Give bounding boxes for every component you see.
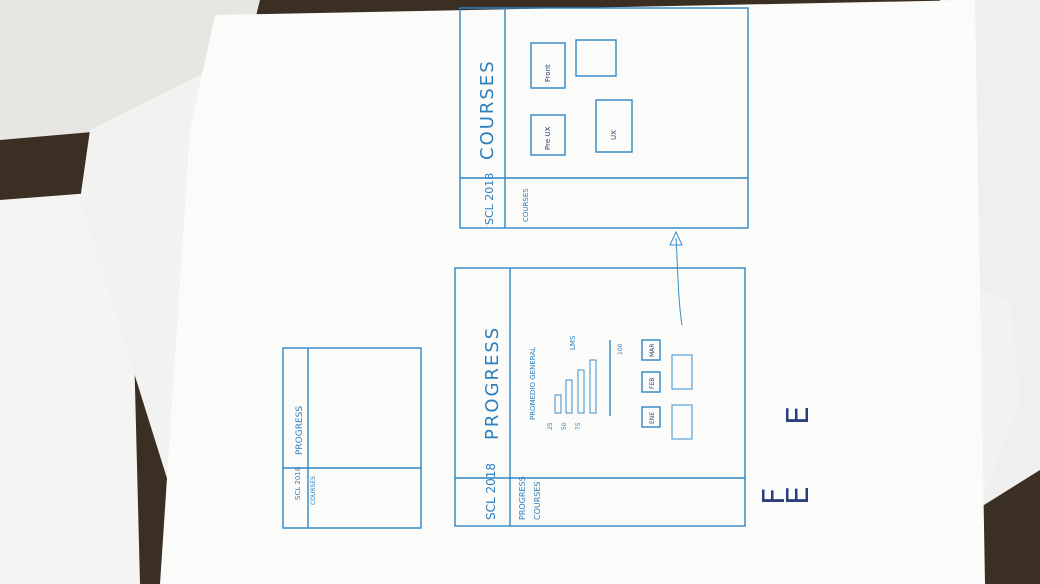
svg-text:ENE: ENE: [649, 412, 656, 424]
svg-text:UX: UX: [610, 130, 618, 140]
flow-arrow: [675, 237, 683, 326]
paper-back-left-2: [0, 190, 140, 584]
large-letters: E E F: [757, 406, 816, 505]
courses-sidebar-item: COURSES: [522, 188, 530, 222]
small-sidebar-item: COURSES: [310, 476, 317, 505]
progress-sidebar-courses: COURSES: [533, 481, 542, 520]
svg-text:F: F: [757, 488, 792, 505]
month-button-mar[interactable]: [641, 339, 661, 361]
course-card-front[interactable]: [530, 42, 566, 89]
month-button-feb[interactable]: [641, 371, 661, 393]
progress-title: PROGRESS: [482, 326, 503, 440]
tick-100: 100: [617, 343, 624, 355]
progress-avg-label: PROMEDIO GENERAL: [529, 347, 537, 420]
svg-text:FEB: FEB: [649, 378, 656, 389]
courses-logo: SCL 2018: [483, 173, 496, 225]
tick-75: 75: [575, 422, 582, 430]
course-card-preux[interactable]: [530, 114, 566, 156]
svg-text:E: E: [781, 486, 816, 505]
course-card-ux[interactable]: [595, 99, 633, 153]
month-button-ene[interactable]: [641, 406, 661, 428]
small-sketch: SCL 2018 PROGRESS COURSES: [282, 347, 422, 529]
courses-title: COURSES: [477, 59, 498, 160]
svg-text:Front: Front: [544, 64, 552, 82]
svg-text:E: E: [781, 406, 816, 425]
progress-sidebar-progress: PROGRESS: [518, 476, 527, 520]
progress-wireframe: SCL 2018 PROGRESS COURSES PROGRESS PROME…: [454, 267, 746, 527]
tick-25: 25: [547, 422, 554, 430]
main-sheet: [160, 0, 985, 584]
small-title: PROGRESS: [295, 406, 305, 455]
courses-wireframe: SCL 2018 COURSES COURSES Pre UX Front UX: [459, 7, 749, 229]
small-logo: SCL 2018: [294, 467, 302, 500]
svg-text:MAR: MAR: [649, 344, 656, 357]
progress-logo: SCL 2018: [484, 463, 498, 520]
tick-50: 50: [561, 422, 568, 430]
legend-lms: LMS: [569, 335, 577, 350]
svg-text:Pre UX: Pre UX: [544, 127, 552, 150]
